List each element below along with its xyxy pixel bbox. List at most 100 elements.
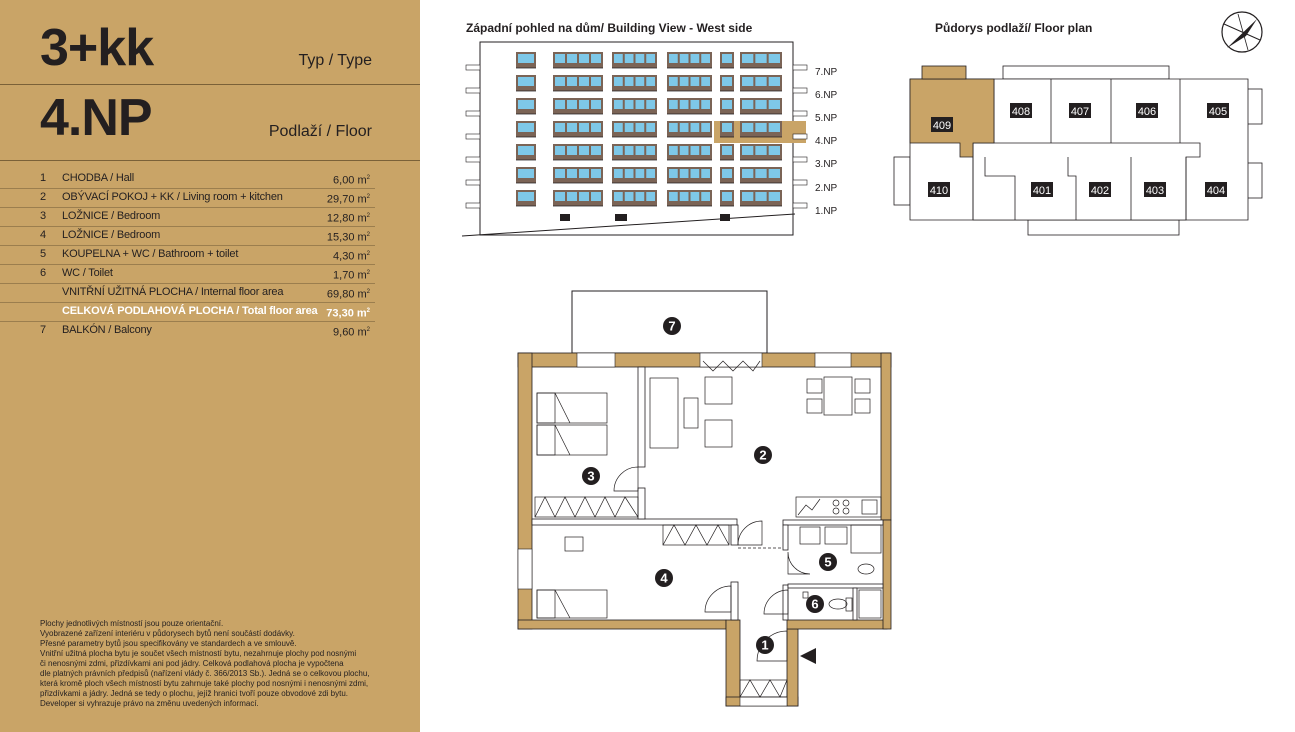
facade-window: [646, 100, 655, 109]
facade-window: [591, 169, 601, 178]
unit-label-bg: [931, 117, 953, 132]
facade-window: [742, 77, 754, 86]
room-name: CHODBA / Hall: [62, 172, 134, 184]
room-name: OBÝVACÍ POKOJ + KK / Living room + kitch…: [62, 191, 283, 203]
room-row: 7 BALKÓN / Balcony 9,60 m2: [0, 321, 420, 340]
facade-window: [701, 123, 710, 132]
balcony-ledge: [792, 110, 808, 117]
unit-number: 407: [1071, 106, 1089, 118]
unit-number: 402: [1091, 185, 1109, 197]
facade-window: [701, 77, 710, 86]
facade-window: [555, 146, 565, 155]
facade-window: [701, 54, 710, 63]
room-name: VNITŘNÍ UŽITNÁ PLOCHA / Internal floor a…: [62, 286, 284, 298]
facade-window: [690, 146, 700, 155]
facade-window: [555, 100, 565, 109]
entrance-block: [720, 214, 730, 221]
facade-panel: [612, 190, 657, 206]
facade-window: [591, 146, 601, 155]
facade-window: [591, 77, 601, 86]
room-marker: [582, 467, 600, 485]
facade-window: [567, 54, 577, 63]
room-number: 4: [40, 229, 47, 241]
balcony-ledge: [465, 133, 481, 140]
facade-window: [579, 169, 589, 178]
facade-window: [614, 54, 623, 63]
room-area: 1,70 m2: [333, 269, 370, 282]
unit-label-bg: [1069, 103, 1091, 118]
room-name: LOŽNICE / Bedroom: [62, 229, 161, 241]
room-row-total-area: CELKOVÁ PODLAHOVÁ PLOCHA / Total floor a…: [0, 302, 420, 321]
facade-window: [669, 169, 678, 178]
room-marker: [655, 569, 673, 587]
floor-label: 5.NP: [815, 113, 838, 124]
facade-window: [518, 123, 534, 132]
room-area: 29,70 m2: [326, 193, 370, 206]
ground-line: [461, 213, 796, 237]
facade-window: [518, 169, 534, 178]
facade-panel: [667, 121, 712, 137]
facade-window: [635, 123, 645, 132]
room-name: LOŽNICE / Bedroom: [62, 210, 161, 222]
unit-type-label: Typ / Type: [298, 52, 372, 69]
disclaimer-line: která kromě ploch všech místností bytu z…: [40, 679, 369, 688]
disclaimer-line: přizdívkami a jádry. Jedná se tedy o plo…: [40, 689, 349, 698]
facade-window: [690, 123, 700, 132]
facade-window: [755, 146, 767, 155]
unit-number: 405: [1209, 106, 1227, 118]
facade-window: [518, 54, 534, 63]
facade-window: [646, 123, 655, 132]
unit-number: 404: [1207, 185, 1225, 197]
facade-window: [579, 77, 589, 86]
facade-window: [742, 54, 754, 63]
facade-window: [768, 169, 780, 178]
row-divider: [0, 226, 375, 227]
unit-label-bg: [1010, 103, 1032, 118]
facade-window: [555, 192, 565, 201]
facade-window: [679, 54, 689, 63]
facade-panel: [612, 144, 657, 160]
facade-window: [635, 54, 645, 63]
facade-windows: [465, 52, 808, 221]
facade-window: [579, 146, 589, 155]
facade-window: [646, 192, 655, 201]
row-divider: [0, 283, 375, 284]
facade-window: [614, 100, 623, 109]
disclaimer-line: Přesné parametry bytů jsou specifikovány…: [40, 639, 297, 648]
facade-window: [722, 123, 732, 132]
room-area: 69,80 m2: [326, 288, 370, 301]
floor-plan-title: Půdorys podlaží/ Floor plan: [935, 21, 1093, 35]
room-row: 5 KOUPELNA + WC / Bathroom + toilet 4,30…: [0, 245, 420, 264]
facade-window: [768, 192, 780, 201]
facade-panel: [553, 52, 603, 68]
facade-window: [614, 123, 623, 132]
balcony-ledge: [792, 202, 808, 209]
facade-panel: [667, 167, 712, 183]
facade-window: [567, 123, 577, 132]
facade-window: [755, 54, 767, 63]
room-area: 4,30 m2: [333, 250, 370, 263]
facade-window: [768, 146, 780, 155]
room-row: 2 OBÝVACÍ POKOJ + KK / Living room + kit…: [0, 188, 420, 207]
facade-panel: [553, 98, 603, 114]
balcony-ledge: [465, 110, 481, 117]
unit-label-bg: [1205, 182, 1227, 197]
facade-window: [567, 146, 577, 155]
facade-window: [646, 54, 655, 63]
facade-panel: [612, 98, 657, 114]
facade-window: [591, 123, 601, 132]
facade-window: [755, 169, 767, 178]
row-divider: [0, 321, 375, 322]
facade-window: [679, 123, 689, 132]
facade-panel: [553, 190, 603, 206]
room-number: 1: [40, 172, 47, 184]
balcony-ledge: [792, 64, 808, 71]
unit-number: 403: [1146, 185, 1164, 197]
facade-window: [679, 146, 689, 155]
balcony-ledge: [792, 133, 808, 140]
room-marker-number: 7: [668, 319, 675, 334]
facade-window: [755, 123, 767, 132]
balcony-ledge: [792, 179, 808, 186]
facade-window: [614, 77, 623, 86]
